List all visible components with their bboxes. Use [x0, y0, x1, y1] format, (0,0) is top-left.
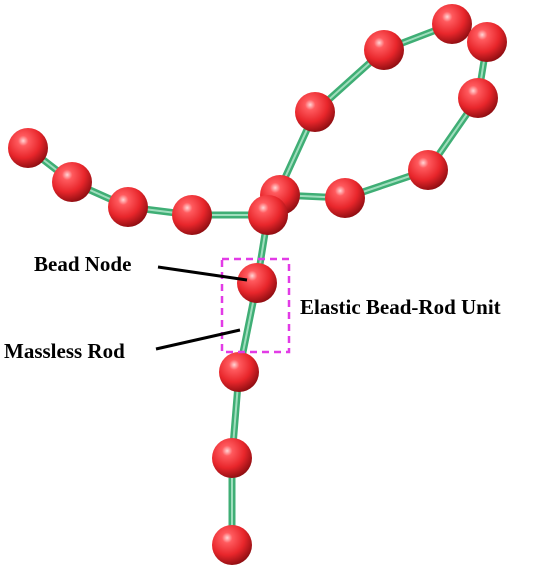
bead-node-label: Bead Node [34, 252, 131, 276]
rod-strand-highlight-2 [267, 23, 488, 216]
bead-node [432, 4, 472, 44]
bead-node [248, 195, 288, 235]
bead-node [172, 195, 212, 235]
massless-rod-leader-line [155, 328, 241, 351]
bead-node [212, 525, 252, 565]
bead-node [212, 438, 252, 478]
massless-rod-label: Massless Rod [4, 339, 125, 363]
bead-node [8, 128, 48, 168]
bead-node-leader-line [157, 265, 248, 282]
bead-node [364, 30, 404, 70]
bead-node [295, 92, 335, 132]
elastic-bead-rod-unit-label: Elastic Bead-Rod Unit [300, 295, 501, 319]
bead-node [219, 352, 259, 392]
bead-nodes [8, 4, 507, 565]
bead-node [408, 150, 448, 190]
bead-node [458, 78, 498, 118]
bead-node [467, 22, 507, 62]
bead-node [325, 178, 365, 218]
bead-node [52, 162, 92, 202]
bead-node [108, 187, 148, 227]
bead-node [237, 263, 277, 303]
unit-highlight-box [220, 257, 291, 354]
